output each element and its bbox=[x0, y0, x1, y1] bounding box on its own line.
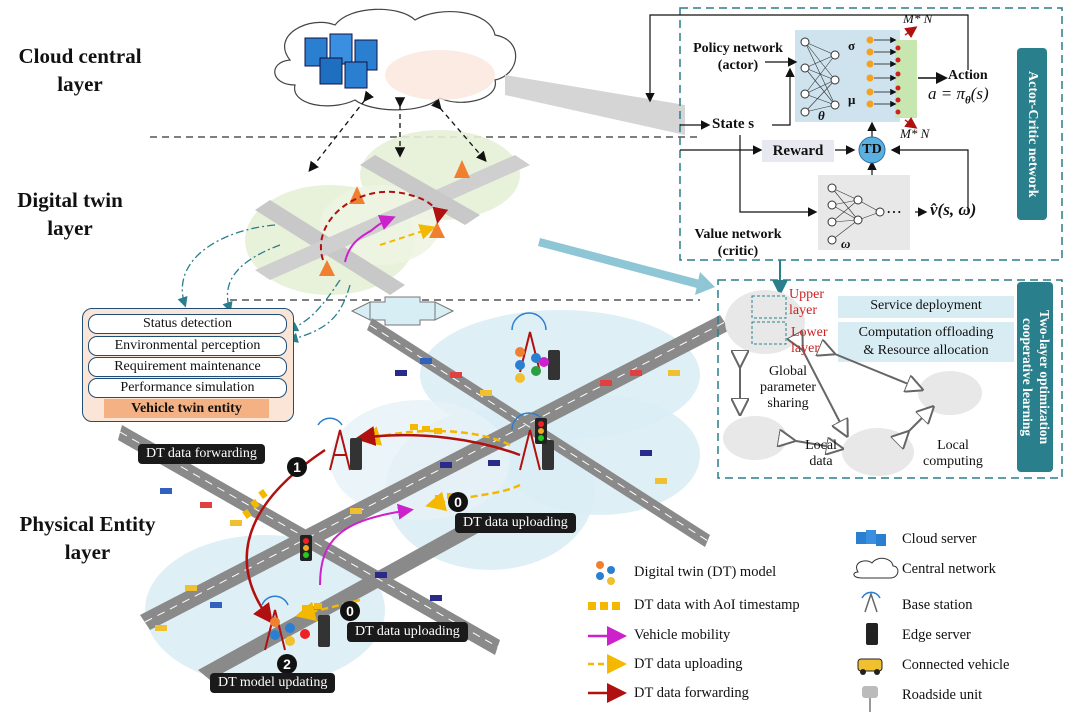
value-output-label: v̂(s, ω) bbox=[930, 200, 977, 219]
mu-label: μ bbox=[848, 92, 856, 107]
actor-critic-frame bbox=[679, 7, 1063, 261]
dt-uploading-label-top: DT data uploading bbox=[455, 513, 576, 533]
legend-glyph-edge-server bbox=[866, 623, 878, 645]
vehicle-cluster bbox=[155, 358, 680, 631]
legend-roadside-unit: Roadside unit bbox=[902, 687, 983, 703]
step-badge-2: 2 bbox=[277, 654, 297, 674]
cloud-server-cluster bbox=[304, 33, 378, 89]
legend-glyph-dt-model bbox=[596, 561, 615, 585]
step-badge-1: 1 bbox=[287, 457, 307, 477]
function-status-detection: Status detection bbox=[88, 314, 287, 334]
actor-critic-tab: Actor-Critic network bbox=[1017, 48, 1047, 220]
policy-network-label: Policy network(actor) bbox=[693, 41, 783, 73]
function-performance-simulation: Performance simulation bbox=[88, 378, 287, 398]
legend-cloud-server: Cloud server bbox=[902, 531, 977, 547]
theta-label: θ bbox=[818, 108, 825, 123]
td-node bbox=[858, 136, 886, 164]
function-environmental-perception: Environmental perception bbox=[88, 336, 287, 356]
sigma-label: σ bbox=[848, 38, 856, 53]
omega-label: ω bbox=[841, 236, 851, 251]
dt-model-icon-phys-1 bbox=[515, 347, 549, 383]
dt-forwarding-label: DT data forwarding bbox=[138, 444, 265, 464]
legend-glyph-vehicle bbox=[857, 658, 883, 675]
mn-bottom-label: M* N bbox=[900, 126, 930, 141]
action-equation: a = πθ(s) bbox=[928, 84, 989, 107]
two-layer-tab: Two-layer optimization cooperative learn… bbox=[1017, 282, 1053, 472]
legend-forwarding: DT data forwarding bbox=[634, 685, 749, 701]
mn-top-label: M* N bbox=[903, 11, 933, 26]
ellipsis-label: ⋯ bbox=[886, 204, 902, 221]
offloading-label: Computation offloading& Resource allocat… bbox=[858, 325, 994, 358]
legend-central-network: Central network bbox=[902, 561, 996, 577]
legend-mobility: Vehicle mobility bbox=[634, 627, 731, 643]
two-layer-frame bbox=[717, 279, 1063, 479]
legend-glyph-network bbox=[853, 557, 899, 579]
legend-glyph-base-station bbox=[861, 591, 881, 613]
legend-edge-server: Edge server bbox=[902, 627, 971, 643]
dt-model-updating-label: DT model updating bbox=[210, 673, 336, 693]
legend-uploading: DT data uploading bbox=[634, 656, 743, 672]
legend-dt-model: Digital twin (DT) model bbox=[634, 564, 777, 580]
dt-uploading-label-bottom: DT data uploading bbox=[347, 622, 468, 642]
state-label: State s bbox=[712, 116, 755, 132]
base-station-icon-1 bbox=[329, 429, 351, 471]
legend-glyph-cloud-server bbox=[856, 530, 886, 546]
step-badge-0-bottom: 0 bbox=[340, 601, 360, 621]
legend-aoi: DT data with AoI timestamp bbox=[634, 597, 800, 613]
step-badge-0-top: 0 bbox=[448, 492, 468, 512]
td-label: TD bbox=[862, 142, 882, 157]
legend-glyph-aoi bbox=[588, 602, 620, 610]
legend-glyph-rsu bbox=[862, 686, 878, 712]
vehicle-twin-entity-label: Vehicle twin entity bbox=[104, 399, 269, 418]
value-network-label: Value network(critic) bbox=[694, 227, 782, 259]
reward-label: Reward bbox=[762, 140, 834, 162]
dt-model-icon-phys-2 bbox=[270, 617, 310, 646]
legend-connected-vehicle: Connected vehicle bbox=[902, 657, 1010, 673]
function-requirement-maintenance: Requirement maintenance bbox=[88, 357, 287, 377]
legend-base-station: Base station bbox=[902, 597, 973, 613]
action-label: Action bbox=[948, 68, 988, 83]
service-deployment-label: Service deployment bbox=[870, 298, 982, 313]
